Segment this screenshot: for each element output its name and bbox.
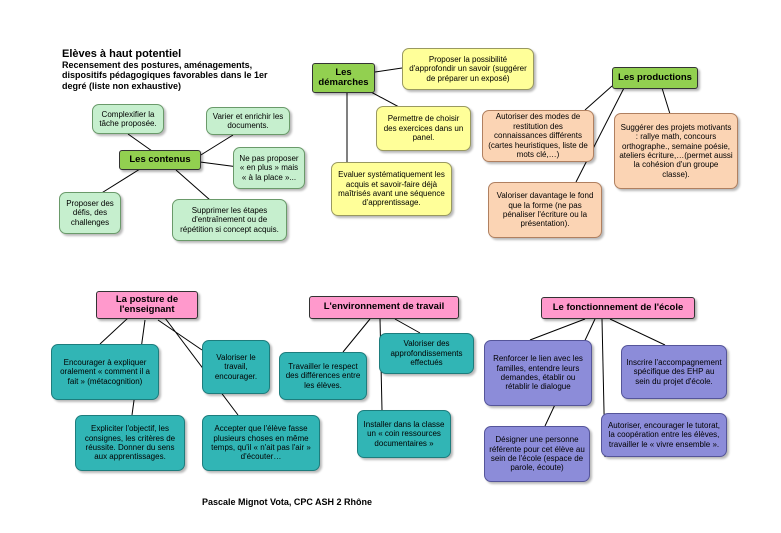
node-evaluer: Evaluer systématiquement les acquis et s… bbox=[331, 162, 452, 216]
node-approfondissements: Valoriser des approfondissements effectu… bbox=[379, 333, 474, 374]
node-valoriser: Valoriser le travail, encourager. bbox=[202, 340, 270, 394]
node-projets: Suggérer des projets motivants : rallye … bbox=[614, 113, 738, 189]
node-tutorat: Autoriser, encourager le tutorat, la coo… bbox=[601, 413, 727, 457]
node-fond: Valoriser davantage le fond que la forme… bbox=[488, 182, 602, 238]
node-expliquer: Encourager à expliquer oralement « comme… bbox=[51, 344, 159, 400]
hub-ecole: Le fonctionnement de l'école bbox=[541, 297, 695, 319]
hub-contenus: Les contenus bbox=[119, 150, 201, 170]
footer-author: Pascale Mignot Vota, CPC ASH 2 Rhône bbox=[202, 497, 373, 507]
hub-environnement: L'environnement de travail bbox=[309, 296, 459, 319]
node-supprimer: Supprimer les étapes d'entraînement ou d… bbox=[172, 199, 287, 241]
node-choisir: Permettre de choisir des exercices dans … bbox=[376, 106, 471, 151]
node-ehp: Inscrire l'accompagnement spécifique des… bbox=[621, 345, 727, 399]
node-pas-en-plus: Ne pas proposer « en plus » mais « à la … bbox=[233, 147, 305, 189]
node-complexifier: Complexifier la tâche proposée. bbox=[92, 104, 164, 134]
hub-posture: La posture de l'enseignant bbox=[96, 291, 198, 319]
node-respect: Travailler le respect des différences en… bbox=[279, 352, 367, 400]
hub-productions: Les productions bbox=[612, 67, 698, 89]
title-main: Elèves à haut potentiel bbox=[62, 48, 182, 60]
node-approfondir: Proposer la possibilité d'approfondir un… bbox=[402, 48, 534, 90]
node-personne: Désigner une personne référente pour cet… bbox=[484, 426, 590, 482]
title-subtitle: Recensement des postures, aménagements, … bbox=[62, 60, 268, 91]
hub-demarches: Les démarches bbox=[312, 63, 375, 93]
node-coin: Installer dans la classe un « coin resso… bbox=[357, 410, 451, 458]
diagram-title: Elèves à haut potentiel Recensement des … bbox=[62, 48, 292, 91]
node-accepter: Accepter que l'élève fasse plusieurs cho… bbox=[202, 415, 320, 471]
node-expliciter: Expliciter l'objectif, les consignes, le… bbox=[75, 415, 185, 471]
node-defis: Proposer des défis, des challenges bbox=[59, 192, 121, 234]
node-familles: Renforcer le lien avec les familles, ent… bbox=[484, 340, 592, 406]
node-varier: Varier et enrichir les documents. bbox=[206, 107, 290, 135]
node-autoriser: Autoriser des modes de restitution des c… bbox=[482, 110, 594, 162]
